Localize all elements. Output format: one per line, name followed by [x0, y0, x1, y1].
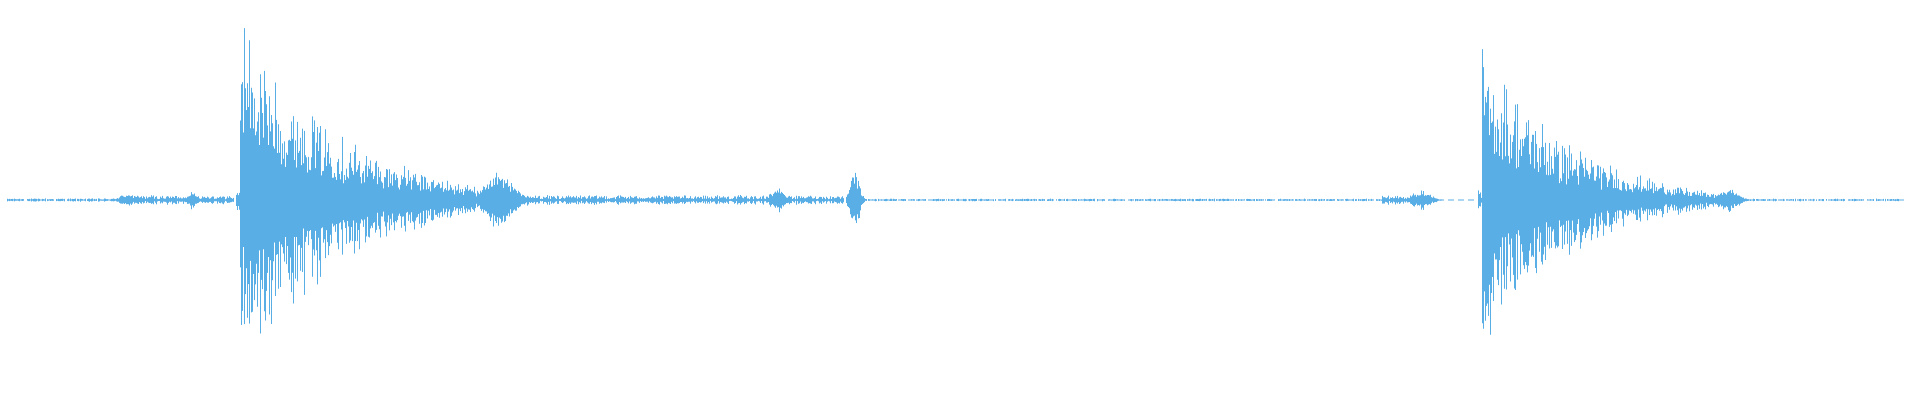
waveform-samples	[7, 28, 1899, 335]
